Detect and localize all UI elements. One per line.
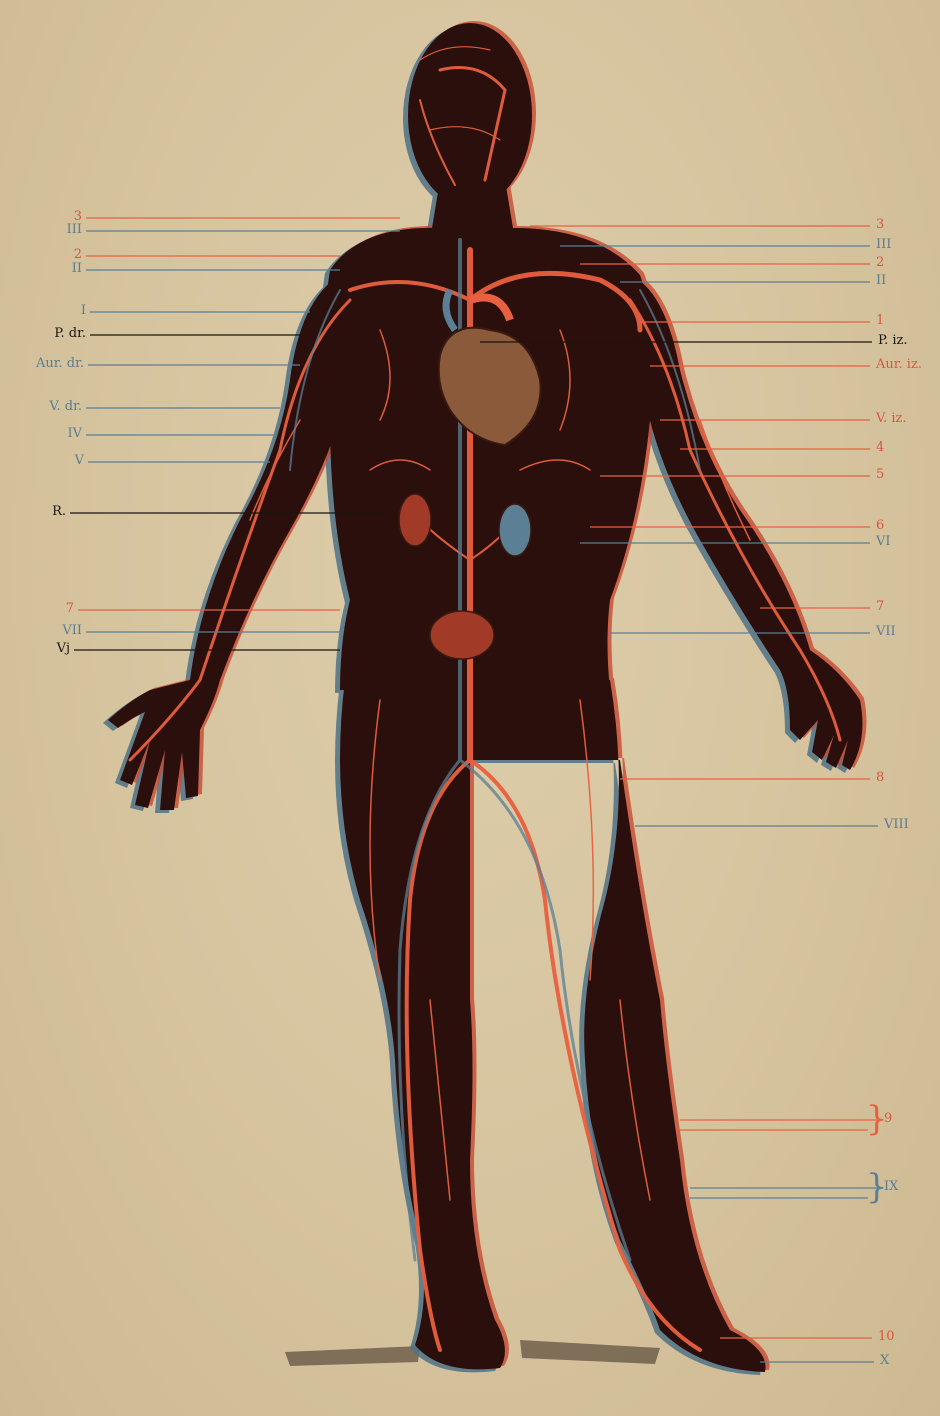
- label-l-R: R.: [52, 505, 66, 519]
- label-r-Auriz: Aur. iz.: [876, 358, 922, 372]
- label-r-2: 2: [876, 256, 884, 270]
- label-r-8: 8: [876, 771, 884, 785]
- label-r-Piz: P. iz.: [878, 334, 908, 348]
- bladder: [430, 611, 494, 659]
- label-r-5: 5: [876, 468, 884, 482]
- figure-body: [108, 23, 862, 1372]
- label-r-7: 7: [876, 600, 884, 614]
- label-r-VIII: VIII: [884, 818, 909, 832]
- label-r-III: III: [876, 238, 891, 252]
- label-l-V: V: [75, 454, 84, 468]
- brace-IX: }: [866, 1170, 888, 1204]
- label-l-IV: IV: [67, 427, 82, 441]
- label-r-II: II: [876, 274, 886, 288]
- label-r-1: 1: [876, 314, 884, 328]
- label-r-4: 4: [876, 441, 884, 455]
- label-l-I: I: [81, 304, 86, 318]
- label-r-X: X: [880, 1354, 889, 1368]
- label-r-6: 6: [876, 519, 884, 533]
- label-l-Pdr: P. dr.: [54, 327, 86, 341]
- label-r-VII: VII: [876, 625, 896, 639]
- label-l-VII: VII: [62, 624, 82, 638]
- brace-9: }: [866, 1102, 888, 1136]
- label-l-III: III: [67, 223, 82, 237]
- label-l-II: II: [72, 262, 82, 276]
- label-r-10: 10: [878, 1330, 895, 1344]
- label-r-3: 3: [876, 218, 884, 232]
- label-l-Vdr: V. dr.: [49, 400, 82, 414]
- label-l-Aurdr: Aur. dr.: [36, 357, 84, 371]
- label-l-7: 7: [66, 602, 74, 616]
- label-r-Viz: V. iz.: [876, 412, 907, 426]
- label-l-Vj: Vj: [57, 642, 70, 656]
- label-l-2: 2: [74, 248, 82, 262]
- label-r-VI: VI: [876, 535, 891, 549]
